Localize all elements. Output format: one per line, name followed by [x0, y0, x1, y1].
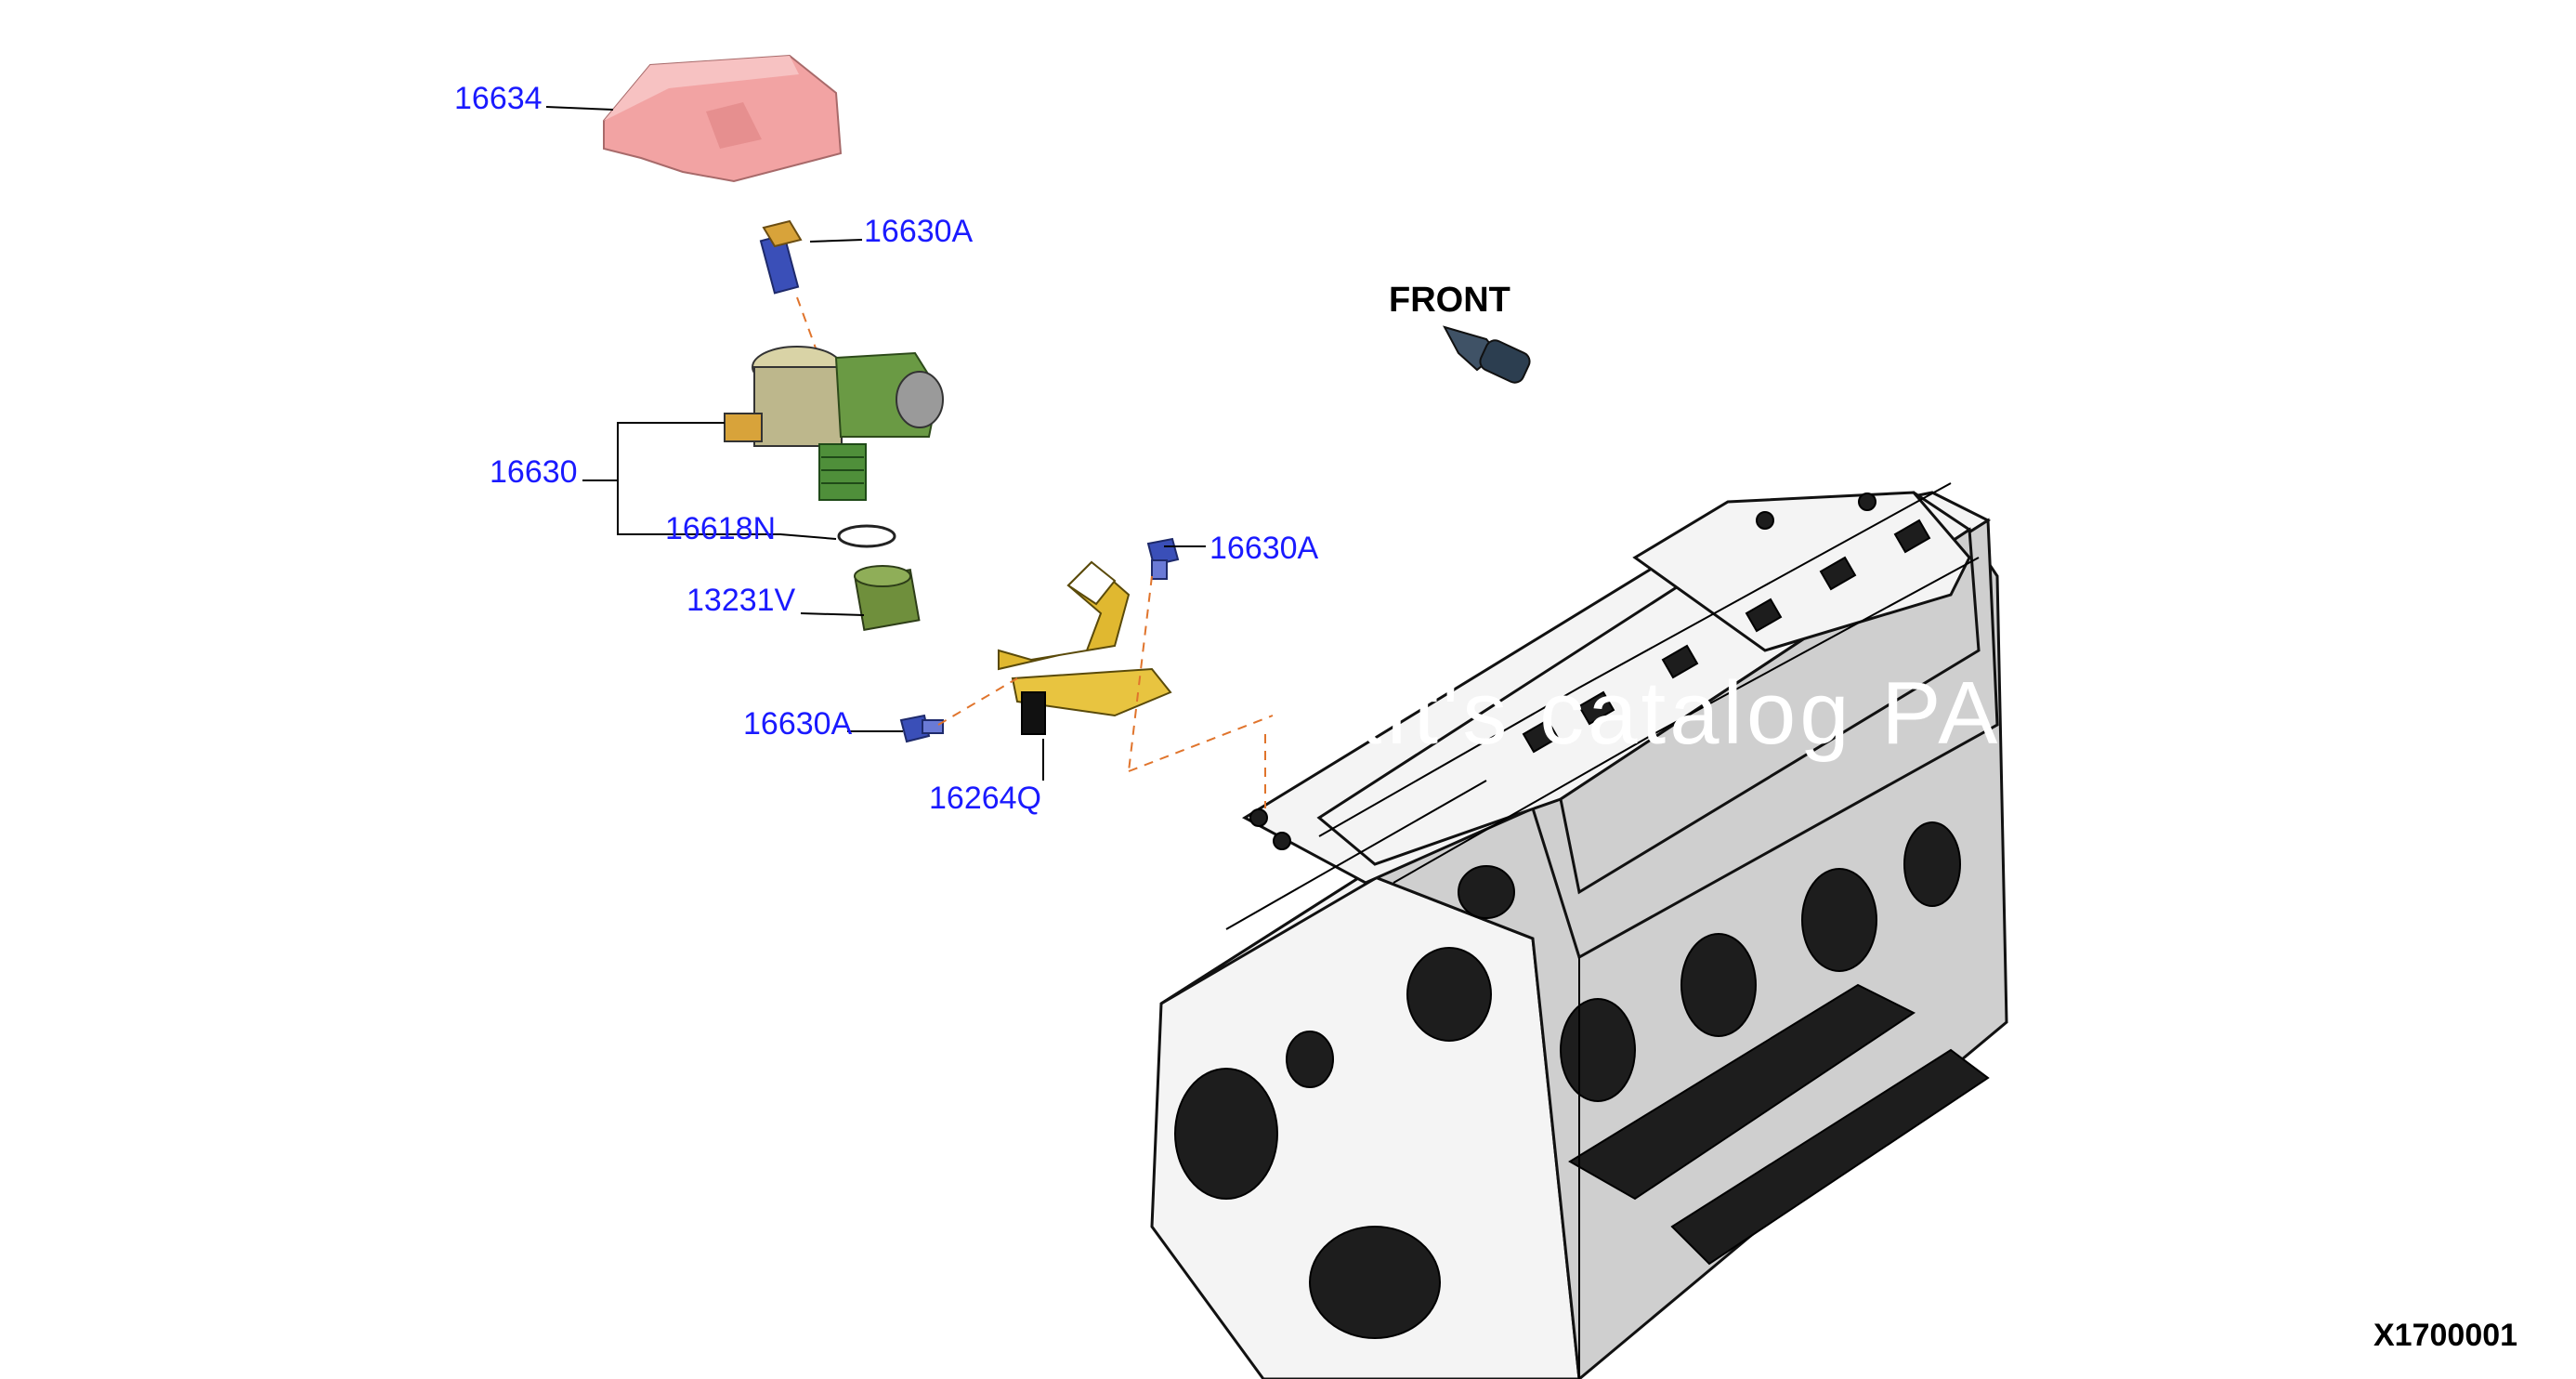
- leader-lines: [545, 106, 1206, 781]
- callout-16630a-left[interactable]: 16630A: [743, 706, 853, 742]
- callout-16630a-top[interactable]: 16630A: [864, 214, 974, 249]
- callout-16618n[interactable]: 16618N: [665, 511, 776, 546]
- tappet-part[interactable]: [854, 565, 921, 631]
- callout-13231v[interactable]: 13231V: [686, 583, 796, 618]
- assembly-line: [1128, 715, 1274, 772]
- callout-16630a-right[interactable]: 16630A: [1210, 531, 1319, 566]
- pump-bolt-top[interactable]: [759, 219, 803, 295]
- engine-block: [1150, 482, 2008, 1379]
- pump-cover-part[interactable]: [603, 54, 843, 183]
- pump-bracket-part[interactable]: [998, 560, 1172, 735]
- fuel-pump-part[interactable]: [724, 346, 944, 501]
- bracket-bolt-right[interactable]: [1146, 537, 1180, 580]
- drawing-code: X1700001: [2373, 1318, 2517, 1353]
- front-arrow-icon: [1442, 325, 1531, 384]
- callout-16634[interactable]: 16634: [454, 81, 543, 116]
- watermark-text: Motorcraft's catalog PARTS: [1003, 663, 2190, 763]
- bracket-bolt-left[interactable]: [899, 714, 944, 743]
- callout-16630[interactable]: 16630: [490, 454, 578, 490]
- front-label: FRONT: [1389, 281, 1510, 320]
- callout-16264q[interactable]: 16264Q: [929, 781, 1041, 816]
- o-ring-part[interactable]: [837, 524, 896, 548]
